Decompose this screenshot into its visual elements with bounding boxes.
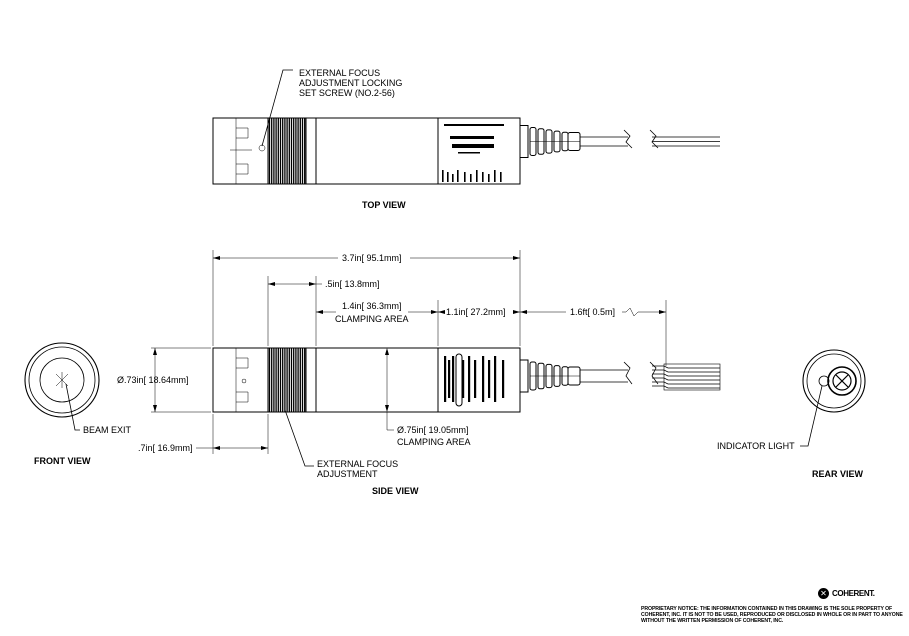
focus-adjust-label-line2: ADJUSTMENT [317, 469, 378, 479]
coherent-logo: ✕ COHERENT. [818, 587, 875, 599]
front-view-title: FRONT VIEW [34, 456, 91, 466]
indicator-light-leader [800, 385, 823, 447]
dim-body-diameter [151, 347, 211, 413]
top-view-nose [212, 117, 269, 185]
side-view-cable [580, 369, 628, 383]
beam-exit-leader [65, 383, 80, 431]
side-view-drawing [212, 347, 721, 413]
clamping-length-label: 1.4in[ 36.3mm] [342, 301, 402, 311]
top-view-drawing [212, 69, 720, 185]
side-view-title: SIDE VIEW [372, 486, 419, 496]
focus-adjust-label-line1: EXTERNAL FOCUS [317, 459, 398, 469]
dim-nose-length [196, 414, 269, 454]
dim-focus-ring-offset [267, 276, 322, 346]
side-view-label-section [437, 347, 521, 413]
coherent-logo-text: COHERENT. [832, 588, 875, 598]
top-view-cable [580, 136, 628, 147]
proprietary-notice: PROPRIETARY NOTICE: THE INFORMATION CONT… [641, 606, 903, 624]
side-view-barrel [315, 347, 439, 413]
dim-overall-length [212, 250, 521, 346]
beam-exit-label: BEAM EXIT [83, 425, 132, 435]
top-view-barrel [315, 117, 439, 185]
set-screw-leader [261, 69, 293, 147]
indicator-light [818, 375, 830, 387]
clamping-area-label-top: CLAMPING AREA [335, 314, 409, 324]
top-view-label-section [437, 117, 521, 185]
front-view-drawing [24, 342, 100, 431]
clamp-diameter-label: Ø.75in[ 19.05mm] [397, 425, 469, 435]
coherent-logo-icon: ✕ [818, 587, 829, 599]
nose-length-label: .7in[ 16.9mm] [138, 443, 193, 453]
indicator-light-label: INDICATOR LIGHT [717, 441, 795, 451]
focus-adjust-leader [284, 409, 314, 467]
body-diameter-label: Ø.73in[ 18.64mm] [117, 375, 189, 385]
cable-length-label: 1.6ft[ 0.5m] [570, 307, 615, 317]
set-screw-label-line3: SET SCREW (NO.2-56) [299, 88, 395, 98]
dim-cable-length [520, 300, 667, 366]
rear-section-label: 1.1in[ 27.2mm] [446, 307, 506, 317]
dim-clamping-length [316, 300, 439, 346]
rear-view-drawing [800, 349, 866, 447]
top-view-title: TOP VIEW [362, 200, 406, 210]
clamping-area-label-bottom: CLAMPING AREA [397, 437, 471, 447]
overall-length-label: 3.7in[ 95.1mm] [342, 253, 402, 263]
focus-ring-offset-label: .5in[ 13.8mm] [325, 279, 380, 289]
set-screw-label-line2: ADJUSTMENT LOCKING [299, 78, 402, 88]
side-view-nose [212, 347, 269, 413]
set-screw-label-line1: EXTERNAL FOCUS [299, 68, 380, 78]
dim-clamp-diameter [385, 348, 394, 431]
dim-rear-section [438, 310, 520, 314]
rear-view-title: REAR VIEW [812, 469, 864, 479]
